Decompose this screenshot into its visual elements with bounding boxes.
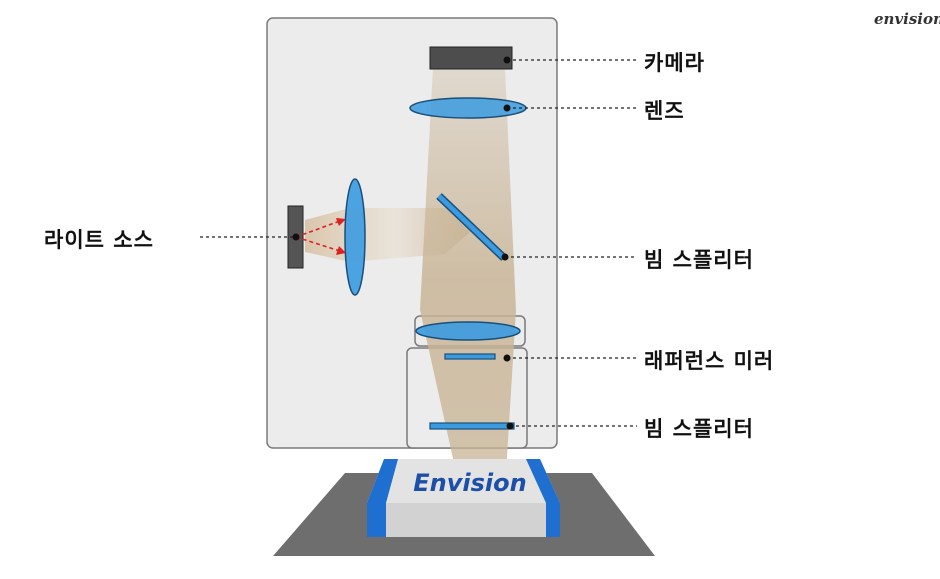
beam-splitter-plate (429, 422, 515, 430)
leader-dots (292, 56, 514, 430)
beam-splitter-diagonal (436, 193, 507, 261)
stage-logo: Envision (413, 469, 526, 497)
label-beam-splitter-bottom: 빔 스플리터 (644, 417, 754, 441)
stage-front-blue-left (367, 503, 386, 537)
stage-front (367, 503, 560, 537)
label-beam-splitter-top: 빔 스플리터 (644, 248, 754, 272)
stage-top (367, 459, 560, 503)
stage-blue-right (526, 459, 560, 503)
brand-logo: envision (874, 10, 940, 28)
label-camera: 카메라 (644, 51, 705, 75)
label-light-source: 라이트 소스 (44, 228, 154, 252)
camera-body (429, 46, 513, 70)
imaging-beam (420, 68, 516, 490)
label-reference-mirror: 래퍼런스 미러 (644, 349, 775, 373)
objective-lens (415, 321, 521, 341)
reference-mirror (444, 353, 496, 360)
label-lens: 렌즈 (644, 99, 685, 123)
light-rays (295, 218, 346, 255)
leader-lines (200, 59, 637, 427)
condenser-lens (344, 178, 366, 296)
stage-blue-left (367, 459, 398, 503)
stage-front-blue-right (546, 503, 560, 537)
